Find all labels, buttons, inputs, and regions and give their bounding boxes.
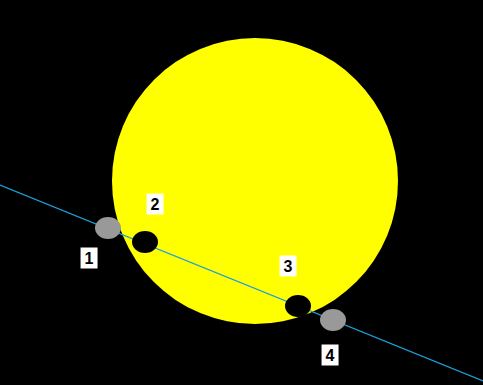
planet-position bbox=[132, 231, 158, 253]
callout-number: 3 bbox=[280, 256, 297, 277]
transit-path bbox=[0, 185, 483, 381]
planet-position bbox=[320, 309, 346, 331]
callout-number: 2 bbox=[147, 194, 164, 215]
planet-position bbox=[95, 217, 121, 239]
planet-position bbox=[285, 295, 311, 317]
sun-disc bbox=[112, 38, 398, 324]
callout-number: 1 bbox=[81, 248, 98, 269]
callout-number: 4 bbox=[322, 345, 339, 366]
